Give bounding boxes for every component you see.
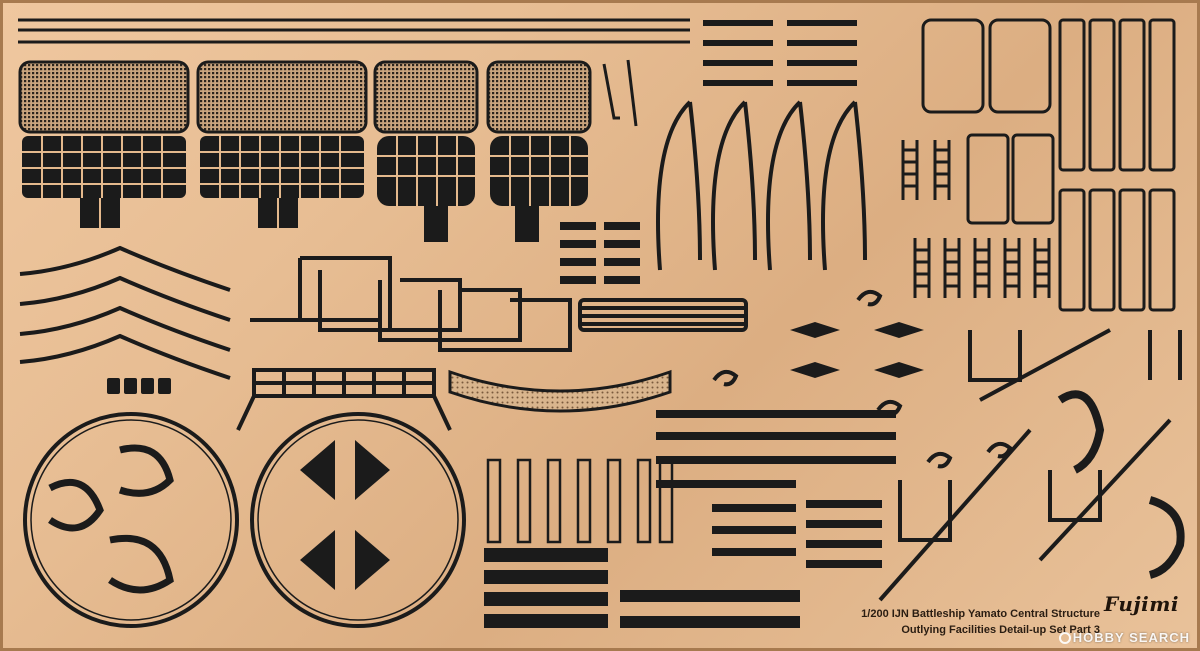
grating-panel (486, 60, 592, 242)
curved-railings (656, 100, 867, 271)
small-bar-stack (560, 222, 640, 284)
circular-plates (23, 412, 466, 628)
ladder-grid (486, 458, 674, 544)
long-bottom-bars (484, 548, 800, 628)
grating-panel (373, 60, 479, 242)
hook-clips (712, 289, 1013, 469)
diagonal-frames (878, 328, 1182, 602)
ladders (901, 140, 1051, 298)
short-rail-sets (703, 20, 857, 86)
curved-railing-segments (48, 444, 174, 594)
grating-panel (18, 60, 190, 228)
brand-logo: Fujimi (1104, 592, 1179, 616)
triangular-brackets (300, 440, 390, 590)
curved-perforated-plate (448, 369, 672, 413)
stepped-frames (250, 256, 748, 352)
small-railing-stacks (656, 410, 896, 568)
curved-railings-right (1057, 390, 1185, 579)
grating-panel (196, 60, 368, 228)
winged-brackets (790, 322, 924, 378)
watermark-text: HOBBY SEARCH (1072, 630, 1190, 645)
watermark: HOBBY SEARCH (1058, 630, 1190, 645)
small-tabs (107, 378, 171, 394)
top-rails (18, 18, 690, 44)
rectangular-plates (921, 18, 1176, 312)
hobby-search-logo-icon (1058, 632, 1071, 644)
angled-pins (602, 59, 638, 127)
wavy-railings (19, 245, 231, 380)
grating-panels (18, 60, 592, 242)
platform-railing (236, 368, 452, 431)
sheet-caption: 1/200 IJN Battleship Yamato Central Stru… (830, 606, 1100, 638)
caption-line-2: Outlying Facilities Detail-up Set Part 3 (901, 624, 1100, 636)
caption-line-1: 1/200 IJN Battleship Yamato Central Stru… (861, 608, 1100, 620)
